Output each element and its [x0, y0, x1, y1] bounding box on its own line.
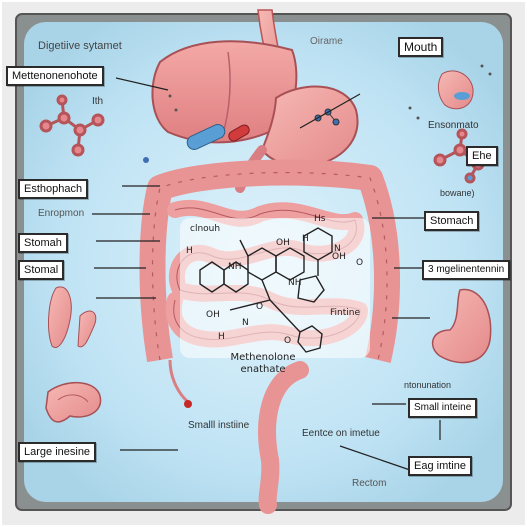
- diagram-title: Digetiive sytamet: [38, 40, 122, 52]
- atom-label: OH: [276, 238, 290, 248]
- decor-dots: [168, 64, 492, 120]
- label-mouth: Mouth: [398, 37, 444, 57]
- molecule-backing: [180, 218, 370, 358]
- capsule-red: [228, 124, 250, 142]
- atom-label: OH: [332, 252, 346, 262]
- label-oirame: Oirame: [310, 36, 343, 47]
- atom-label: H: [186, 246, 193, 256]
- label-rectom: Rectom: [352, 478, 387, 489]
- appendix-dot: [184, 400, 192, 408]
- atom-label: O: [284, 336, 292, 346]
- label-ntonunation: ntonunation: [404, 380, 452, 390]
- dot-blue: [143, 157, 149, 163]
- atom-label: N: [334, 244, 341, 254]
- coil-organ-left: [45, 381, 102, 423]
- molecule-structure: [199, 227, 333, 353]
- label-stomach: Stomach: [424, 211, 480, 231]
- label-methenolone: Methenolone enathate: [230, 352, 296, 375]
- capsule-right: [454, 92, 470, 100]
- label-stomal: Stomal: [18, 260, 65, 280]
- label-mgelinentennin: 3 mgelinentennin: [422, 260, 511, 280]
- label-esthophach: Esthophach: [18, 179, 89, 199]
- label-ehe: Ehe: [466, 146, 498, 166]
- capsule-blue: [186, 124, 226, 150]
- label-clnouh: clnouh: [190, 224, 221, 234]
- atom-label: Hs: [314, 214, 326, 224]
- molecule-pink-left: [39, 94, 105, 157]
- appendix: [168, 359, 190, 404]
- coil-fold: [57, 394, 89, 403]
- kidney-left: [77, 310, 97, 348]
- label-enropmon: Enropmon: [38, 208, 85, 219]
- label-bowane: bowane): [440, 188, 475, 198]
- label-eentce: Eentce on imetue: [302, 428, 380, 439]
- atom-label: O: [356, 258, 364, 268]
- atom-label: N: [242, 318, 249, 328]
- rectum: [258, 361, 309, 514]
- atom-label: H: [218, 332, 225, 342]
- label-mettenonenohote: Mettenonenohote: [6, 66, 104, 86]
- atom-label: OH: [206, 310, 220, 320]
- label-eag-imtine: Eag imtine: [408, 456, 472, 476]
- label-stomah: Stomah: [18, 233, 68, 253]
- atom-label: NH: [288, 278, 302, 288]
- stomach-small-left: [48, 286, 72, 348]
- atom-label: NH: [228, 262, 242, 272]
- atom-label: O: [256, 302, 264, 312]
- label-fintine: Fintine: [330, 308, 360, 318]
- leader-lines: [92, 77, 441, 471]
- atom-label: H: [302, 234, 309, 244]
- label-ensonmato: Ensonmato: [428, 120, 479, 131]
- stomach-right: [431, 288, 492, 364]
- label-ith: Ith: [92, 96, 104, 107]
- label-smalll-instiine: Smalll instiine: [188, 420, 250, 431]
- label-small-inteine: Small inteine: [408, 398, 478, 418]
- large-intestine: [139, 159, 401, 363]
- label-large-inesine: Large inesine: [18, 442, 97, 462]
